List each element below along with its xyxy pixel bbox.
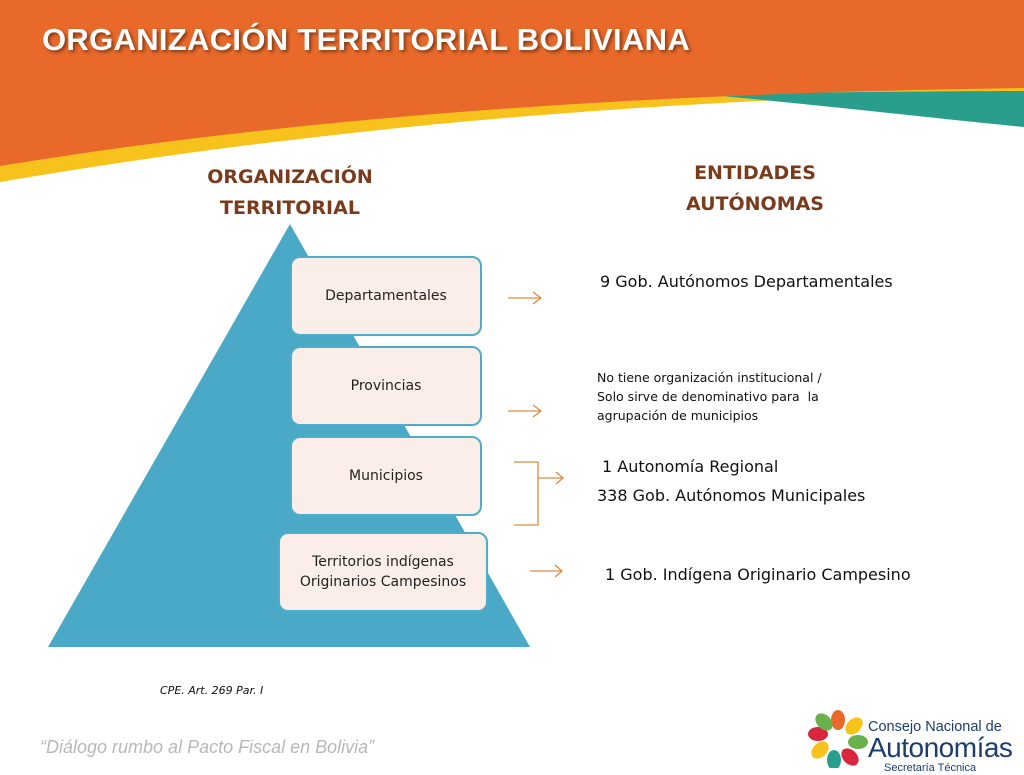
entity-provincias-line2: Solo sirve de denominativo para la (597, 389, 819, 404)
level-departamentales: Departamentales (290, 256, 482, 336)
logo-line1: Consejo Nacional de (868, 719, 1002, 735)
logo-line3: Secretaría Técnica (884, 762, 977, 774)
entity-provincias-line3: agrupación de municipios (597, 408, 759, 423)
hands-logo-icon (808, 710, 868, 768)
level-municipios-label: Municipios (349, 468, 423, 484)
entity-provincias-note: No tiene organización institucional / So… (597, 368, 847, 425)
entity-departamentales: 9 Gob. Autónomos Departamentales (600, 272, 893, 291)
banner-orange (0, 0, 1024, 166)
level-departamentales-label: Departamentales (325, 288, 447, 304)
entity-regional: 1 Autonomía Regional (602, 457, 779, 476)
level-provincias-label: Provincias (350, 378, 422, 394)
level-territorios-line1: Territorios indígenas (312, 554, 454, 570)
heading-entidades-line2: AUTÓNOMAS (685, 193, 824, 215)
heading-entidades-line1: ENTIDADES (694, 162, 816, 184)
arrow-departamentales-icon (508, 291, 543, 305)
logo-text: Consejo Nacional de Autonomías Secretarí… (868, 719, 1013, 775)
logo-line2: Autonomías (868, 732, 1013, 763)
page-title: ORGANIZACIÓN TERRITORIAL BOLIVIANA (42, 22, 691, 57)
heading-organizacion-line1: ORGANIZACIÓN (207, 166, 373, 188)
level-provincias: Provincias (290, 346, 482, 426)
entity-indigena: 1 Gob. Indígena Originario Campesino (605, 565, 911, 584)
heading-entidades-autonomas: ENTIDADES AUTÓNOMAS (655, 158, 855, 220)
level-territorios-indigenas: Territorios indígenas Originarios Campes… (278, 532, 488, 612)
bracket-municipios-icon (514, 461, 564, 526)
heading-organizacion-line2: TERRITORIAL (220, 197, 360, 219)
constitution-citation: CPE. Art. 269 Par. I (160, 684, 264, 697)
level-territorios-text: Territorios indígenas Originarios Campes… (300, 552, 466, 592)
arrow-provincias-icon (508, 404, 543, 418)
level-municipios: Municipios (290, 436, 482, 516)
level-territorios-line2: Originarios Campesinos (299, 574, 467, 590)
arrow-territorios-icon (530, 564, 563, 578)
heading-organizacion-territorial: ORGANIZACIÓN TERRITORIAL (190, 162, 390, 224)
entity-provincias-line1: No tiene organización institucional / (597, 370, 822, 385)
entity-municipales: 338 Gob. Autónomos Municipales (597, 486, 866, 505)
banner-teal-stripe (700, 91, 1024, 127)
footer-slogan: “Diálogo rumbo al Pacto Fiscal en Bolivi… (40, 737, 375, 757)
